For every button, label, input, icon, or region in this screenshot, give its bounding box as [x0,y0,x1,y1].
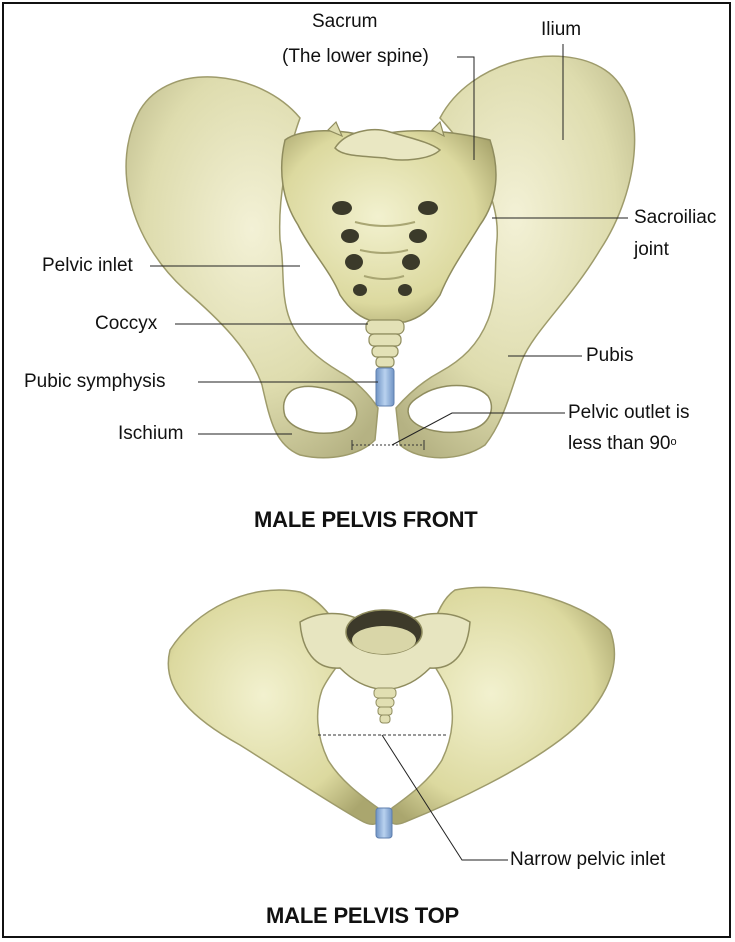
pubic-symphysis-cartilage [376,368,394,406]
label-sacrum-sub: (The lower spine) [282,45,429,69]
label-pubis: Pubis [586,344,634,368]
degree-symbol: o [670,436,676,448]
top-pelvis [168,587,614,838]
label-sacroiliac: Sacroiliac [634,206,716,230]
top-vertebra-disc [352,626,416,654]
label-coccyx: Coccyx [95,312,157,336]
title-top: MALE PELVIS TOP [266,903,459,929]
label-pelvic-outlet-angle: less than 90o [568,432,677,456]
top-pubic-symphysis [376,808,392,838]
label-pelvic-inlet: Pelvic inlet [42,254,133,278]
label-pubic-symphysis: Pubic symphysis [24,370,166,394]
title-front: MALE PELVIS FRONT [254,507,478,533]
label-ischium: Ischium [118,422,183,446]
front-pelvis [126,56,635,458]
label-sacrum: Sacrum [312,10,377,34]
label-sacroiliac-joint: joint [634,238,669,262]
label-ilium: Ilium [541,18,581,42]
pelvic-outlet-angle-text: less than 90 [568,433,670,454]
label-pelvic-outlet: Pelvic outlet is [568,401,689,425]
coccyx-bone [366,320,404,367]
label-narrow-inlet: Narrow pelvic inlet [510,848,665,872]
top-coccyx [374,688,396,723]
